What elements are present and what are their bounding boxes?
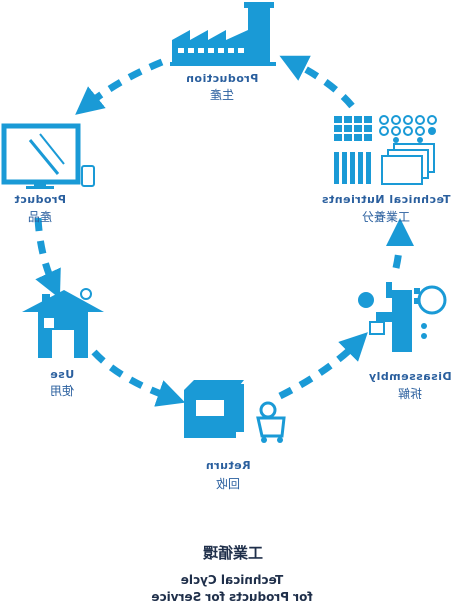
factory-icon: [170, 2, 276, 66]
production-label-en: Production: [186, 72, 259, 85]
technical-label-zh: 工業養分: [362, 209, 410, 224]
arrow-return-to-disassembly: [278, 332, 368, 400]
caption-zh: 工業循環: [202, 544, 263, 562]
arrow-production-to-product: [75, 58, 164, 115]
product-label-en: Product: [14, 193, 66, 206]
house-icon: [22, 288, 104, 358]
production-label-zh: 生產: [210, 87, 234, 102]
return-label-zh: 回收: [216, 477, 240, 491]
disassembly-label-en: Disassembly: [368, 370, 451, 383]
arrow-product-to-use: [34, 217, 61, 299]
caption-en-line2: for Products for Service: [151, 590, 312, 604]
arrow-technical-to-production: [279, 55, 355, 109]
return-label-en: Return: [205, 459, 250, 472]
technical-nutrients-icon: [334, 115, 437, 185]
use-label-en: Use: [50, 368, 74, 381]
technical-label-en: Technical Nutrients: [321, 193, 450, 206]
use-label-zh: 使用: [50, 383, 74, 398]
disassembly-icon: [358, 282, 447, 352]
caption-en-line1: Technical Cycle: [181, 573, 284, 587]
return-icon: [184, 380, 286, 443]
arrow-disassembly-to-technical: [385, 218, 414, 269]
arrow-use-to-return: [91, 349, 186, 407]
product-label-zh: 產品: [28, 209, 52, 224]
disassembly-label-zh: 拆解: [398, 386, 422, 401]
monitor-icon: [1, 123, 95, 189]
cycle-arrows: [34, 55, 414, 407]
